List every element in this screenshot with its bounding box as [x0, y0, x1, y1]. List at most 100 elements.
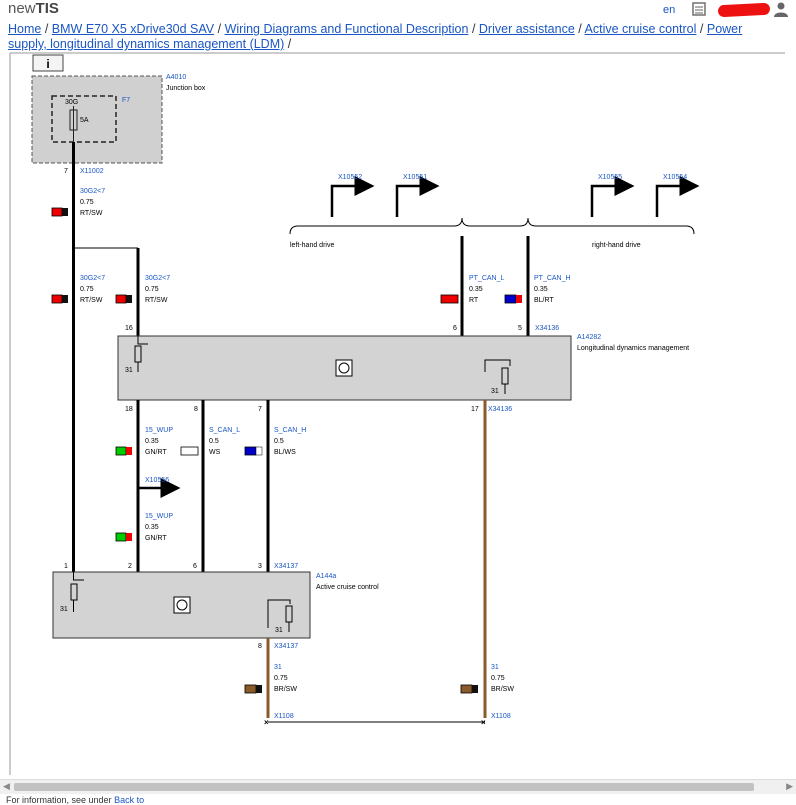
s-can-h-gauge: 0.5 [274, 438, 284, 445]
pt-can-h-color: BL/RT [534, 297, 554, 304]
language-link[interactable]: en [663, 4, 676, 16]
info-icon: i [46, 57, 49, 71]
fuse-id-label: F7 [122, 97, 130, 104]
pt-can-l-color: RT [469, 297, 479, 304]
wup2-signal: 15_WUP [145, 513, 173, 520]
svg-text:6: 6 [453, 325, 457, 332]
w3-color: RT/SW [145, 297, 168, 304]
junction-box-name: Junction box [166, 85, 206, 92]
w2-gauge: 0.75 [80, 286, 94, 293]
fuse-rating-label: 5A [80, 117, 89, 124]
acc-symbol-icon [173, 596, 191, 614]
acc-id[interactable]: A144a [316, 573, 336, 580]
junction-box: 30G 5A F7 [31, 75, 163, 164]
svg-text:2: 2 [128, 563, 132, 570]
w3-signal: 30G2<7 [145, 275, 170, 282]
right-hand-drive-label: right-hand drive [592, 242, 641, 249]
gnd2-color: BR/SW [491, 686, 514, 693]
acc-connector-bottom[interactable]: X34137 [274, 643, 298, 650]
s-can-l-gauge: 0.5 [209, 438, 219, 445]
acc-connector-top[interactable]: X34137 [274, 563, 298, 570]
ground-point-2[interactable]: X1108 [491, 713, 511, 720]
info-button[interactable]: i [32, 54, 64, 72]
svg-text:31: 31 [125, 367, 133, 374]
ground-point-1[interactable]: X1108 [274, 713, 294, 720]
wiring-diagram: i 30G 5A F7 A4010 Junction box 7 X11002 … [9, 52, 785, 775]
w2-color: RT/SW [80, 297, 103, 304]
svg-text:7: 7 [258, 406, 262, 413]
jb-pin-label: 7 [64, 168, 68, 175]
svg-text:3: 3 [258, 563, 262, 570]
top-connectors: X10552 X10551 X10555 X10554 left-hand dr… [289, 174, 700, 249]
wup1-gauge: 0.35 [145, 438, 159, 445]
scroll-right-icon[interactable]: ▶ [786, 781, 793, 791]
svg-text:×: × [481, 718, 486, 727]
pt-can-l-gauge: 0.35 [469, 286, 483, 293]
gnd1-gauge: 0.75 [274, 675, 288, 682]
breadcrumb-power-supply[interactable]: Power supply, longitudinal dynamics mana… [8, 22, 743, 51]
breadcrumb-driver-assistance[interactable]: Driver assistance [478, 22, 575, 36]
s-can-l-color: WS [209, 449, 221, 456]
svg-text:6: 6 [193, 563, 197, 570]
scrollbar-thumb[interactable] [14, 783, 754, 791]
s-can-h-signal: S_CAN_H [274, 427, 306, 434]
ldm-id[interactable]: A14282 [577, 334, 601, 341]
scroll-left-icon[interactable]: ◀ [3, 781, 10, 791]
w1-color: RT/SW [80, 210, 103, 217]
wup2-gauge: 0.35 [145, 524, 159, 531]
svg-text:8: 8 [258, 643, 262, 650]
s-can-l-signal: S_CAN_L [209, 427, 240, 434]
svg-text:5: 5 [518, 325, 522, 332]
app-logo: newTIS [8, 0, 59, 17]
w1-gauge: 0.75 [80, 199, 94, 206]
printer-icon[interactable] [691, 1, 707, 17]
gnd2-gauge: 0.75 [491, 675, 505, 682]
fuse-terminal-label: 30G [65, 99, 78, 106]
svg-text:31: 31 [275, 627, 283, 634]
connector-x10551[interactable]: X10551 [403, 174, 427, 181]
gnd2-signal: 31 [491, 664, 499, 671]
svg-text:8: 8 [194, 406, 198, 413]
left-hand-drive-label: left-hand drive [290, 242, 334, 249]
acc-module: 1 2 6 3 X34137 31 31 8 X34137 [52, 563, 311, 650]
ldm-connector-bottom[interactable]: X34136 [488, 406, 512, 413]
s-can-h-color: BL/WS [274, 449, 296, 456]
breadcrumb: Home / BMW E70 X5 xDrive30d SAV / Wiring… [8, 22, 743, 51]
connector-x10552[interactable]: X10552 [338, 174, 362, 181]
ldm-connector-top[interactable]: X34136 [535, 325, 559, 332]
user-icon[interactable] [773, 1, 789, 17]
w1-signal: 30G2<7 [80, 188, 105, 195]
gnd1-color: BR/SW [274, 686, 297, 693]
gnd1-signal: 31 [274, 664, 282, 671]
ldm-module: 16 6 5 X34136 31 31 18 8 7 17 X34136 [117, 325, 572, 413]
horizontal-scrollbar[interactable]: ◀ ▶ [0, 779, 796, 794]
wup1-signal: 15_WUP [145, 427, 173, 434]
footer-text: For information, see under Back to [6, 795, 145, 805]
connector-x10556[interactable]: X10556 [145, 477, 169, 484]
acc-name: Active cruise control [316, 584, 379, 591]
svg-text:16: 16 [125, 325, 133, 332]
ldm-name: Longitudinal dynamics management [577, 345, 689, 352]
breadcrumb-vehicle[interactable]: BMW E70 X5 xDrive30d SAV [51, 22, 215, 36]
w3-gauge: 0.75 [145, 286, 159, 293]
wup1-color: GN/RT [145, 449, 167, 456]
connector-x10555[interactable]: X10555 [598, 174, 622, 181]
w2-signal: 30G2<7 [80, 275, 105, 282]
svg-text:1: 1 [64, 563, 68, 570]
wup2-color: GN/RT [145, 535, 167, 542]
pt-can-h-gauge: 0.35 [534, 286, 548, 293]
svg-text:31: 31 [60, 606, 68, 613]
breadcrumb-acc[interactable]: Active cruise control [584, 22, 697, 36]
footer-link[interactable]: Back to [114, 795, 145, 805]
breadcrumb-home[interactable]: Home [8, 22, 42, 36]
svg-text:31: 31 [491, 388, 499, 395]
breadcrumb-wiring[interactable]: Wiring Diagrams and Functional Descripti… [224, 22, 469, 36]
pt-can-h-signal: PT_CAN_H [534, 275, 571, 282]
redacted-username [717, 2, 771, 18]
svg-text:×: × [264, 718, 269, 727]
junction-box-id[interactable]: A4010 [166, 74, 186, 81]
pt-can-l-signal: PT_CAN_L [469, 275, 505, 282]
svg-text:17: 17 [471, 406, 479, 413]
jb-connector-label[interactable]: X11002 [80, 168, 104, 175]
connector-x10554[interactable]: X10554 [663, 174, 687, 181]
